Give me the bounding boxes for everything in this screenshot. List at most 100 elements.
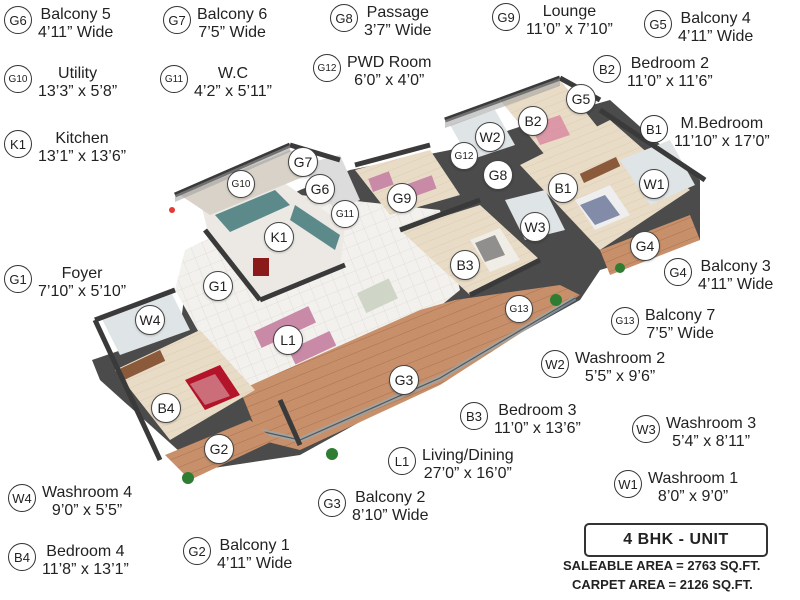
legend-code: G13 [611,307,639,335]
legend-code: K1 [4,130,32,158]
plan-marker-g4: G4 [630,231,660,261]
legend-code: B2 [593,55,621,83]
saleable-area: SALEABLE AREA = 2763 SQ.FT. [563,558,761,573]
legend-name: Balcony 7 [645,307,716,324]
legend-name: Washroom 4 [42,484,133,501]
plan-marker-g2: G2 [204,434,234,464]
legend-dim: 4’11” Wide [678,27,754,45]
plan-marker-w4: W4 [135,305,165,335]
legend-dim: 13’1” x 13’6” [38,147,127,165]
legend-name: Washroom 2 [575,350,666,367]
plan-marker-g9: G9 [387,183,417,213]
legend-code: B1 [640,115,668,143]
legend-name: Utility [58,65,98,82]
lounge-room [355,150,460,215]
legend-code: G11 [160,65,188,93]
plan-marker-b2: B2 [518,106,548,136]
plan-marker-g12: G12 [450,142,478,170]
legend-name: Kitchen [55,130,109,147]
legend-name: Washroom 3 [666,415,757,432]
plan-marker-w1: W1 [639,169,669,199]
legend-name: Balcony 6 [197,6,268,23]
legend-name: Bedroom 4 [46,543,125,560]
plan-marker-b4: B4 [151,393,181,423]
legend-name: Foyer [61,265,103,282]
unit-title-box: 4 BHK - UNIT [584,523,768,557]
plan-marker-g7: G7 [288,147,318,177]
plan-marker-l1: L1 [273,325,303,355]
plan-marker-k1: K1 [264,222,294,252]
plan-marker-g10: G10 [227,170,255,198]
plan-marker-g8: G8 [483,160,513,190]
legend-dim: 4’11” Wide [38,23,114,41]
legend-dim: 8’10” Wide [352,506,429,524]
legend-code: G3 [318,489,346,517]
legend-name: Balcony 5 [40,6,111,23]
legend-dim: 7’5” Wide [646,324,714,342]
plan-marker-g1: G1 [203,271,233,301]
legend-code: G8 [330,4,358,32]
legend-dim: 11’0” x 7’10” [526,20,613,38]
legend-name: Washroom 1 [648,470,739,487]
legend-code: G10 [4,65,32,93]
legend-dim: 4’11” Wide [217,554,293,572]
plan-marker-w2: W2 [475,122,505,152]
legend-dim: 3’7” Wide [364,21,432,39]
plan-marker-b1: B1 [548,173,578,203]
legend-name: Living/Dining [422,447,514,464]
legend-name: Passage [366,4,429,21]
legend-name: Balcony 2 [355,489,426,506]
legend-code: B3 [460,402,488,430]
legend-code: G4 [664,258,692,286]
plan-marker-g11: G11 [331,200,359,228]
plan-marker-b3: B3 [450,250,480,280]
legend-dim: 5’5” x 9’6” [584,367,656,385]
plan-marker-g6: G6 [305,174,335,204]
legend-dim: 9’0” x 5’5” [51,501,123,519]
legend-code: G5 [644,10,672,38]
legend-code: W2 [541,350,569,378]
legend-dim: 11’8” x 13’1” [42,560,129,578]
legend-code: G7 [163,6,191,34]
legend-name: W.C [217,65,249,82]
legend-code: B4 [8,543,36,571]
legend-dim: 4’11” Wide [698,275,774,293]
legend-name: Balcony 4 [680,10,751,27]
legend-code: G6 [4,6,32,34]
legend-dim: 11’0” x 13’6” [494,419,581,437]
legend-code: W4 [8,484,36,512]
legend-code: W3 [632,415,660,443]
legend-name: PWD Room [347,54,432,71]
legend-dim: 5’4” x 8’11” [672,432,751,450]
legend-dim: 4’2” x 5’11” [194,82,272,100]
plan-marker-g3: G3 [389,365,419,395]
legend-name: Lounge [542,3,597,20]
legend-name: Balcony 1 [219,537,290,554]
legend-dim: 7’10” x 5’10” [38,282,127,300]
plan-marker-g13: G13 [505,295,533,323]
legend-name: Bedroom 2 [630,55,709,72]
